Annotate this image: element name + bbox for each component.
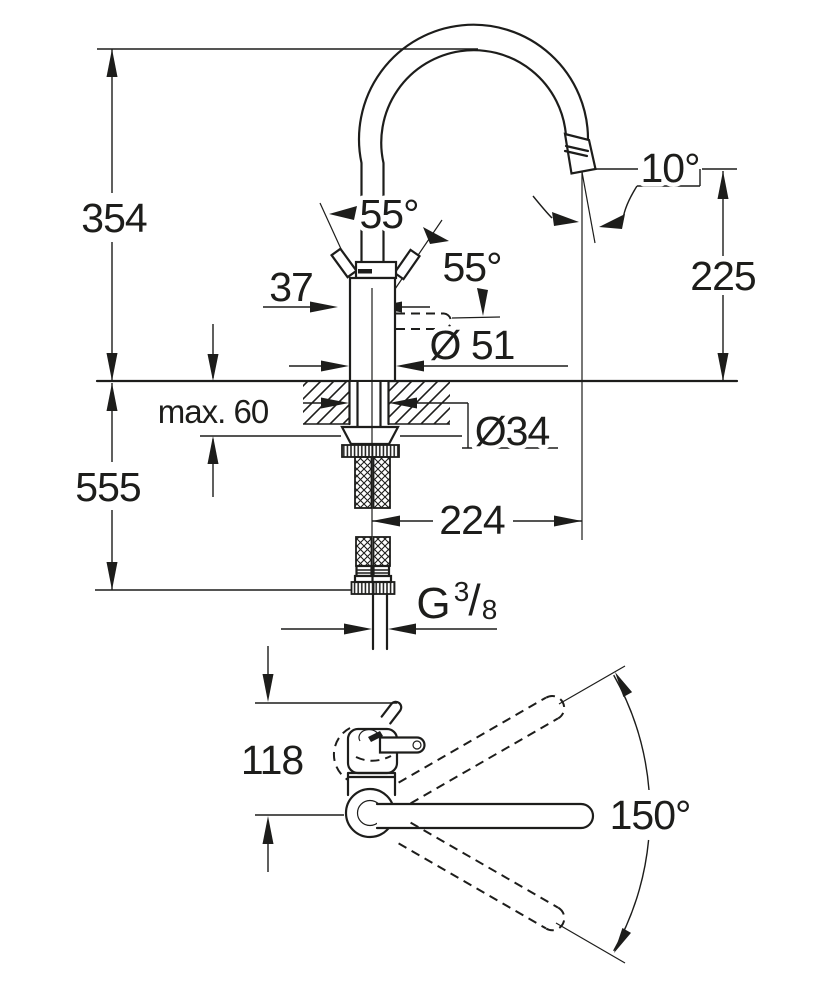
top-view-lever (378, 736, 426, 754)
housing-top-detail (358, 728, 379, 742)
thread-stub (371, 592, 389, 651)
housing-dashed-detail (355, 755, 392, 762)
lever-end-cap (412, 740, 422, 750)
supply-hose-left (354, 456, 373, 509)
label-spout-reach: 224 (439, 497, 505, 543)
label-outlet-height: 225 (690, 253, 756, 299)
label-install-depth: 555 (75, 464, 141, 510)
neck-marking (358, 269, 372, 274)
fixing-cone-washer (340, 425, 400, 446)
lever-dashed-cap (443, 312, 452, 330)
dim-10-arc-left (532, 195, 553, 219)
top-view-base (346, 771, 397, 797)
spout-inner-arc (380, 49, 568, 265)
label-handle-swing-left: 55° (359, 191, 418, 237)
connection-nut-right (372, 581, 396, 595)
dim-150-arc-upper (613, 674, 650, 791)
hole-edges (348, 380, 390, 426)
faucet-side-view (330, 23, 597, 651)
label-front-clearance: 118 (241, 737, 304, 783)
thread-numerator: 3 (454, 576, 469, 607)
spout-arm-upper-dashed (398, 696, 559, 805)
spout-arm-lower-dashed (398, 821, 559, 930)
fixing-nut (341, 444, 400, 458)
thread-denominator: 8 (482, 594, 497, 625)
dim-o34-leader (303, 402, 558, 449)
label-outlet-angle: 10° (640, 145, 699, 191)
dim-150-arc-lower (613, 839, 650, 952)
thread-prefix: G (416, 579, 449, 628)
swivel-extension-lower (555, 922, 626, 964)
dim-10-leader (583, 168, 737, 187)
label-max-counter-thickness: max. 60 (158, 393, 269, 430)
label-body-diameter: Ø 51 (430, 322, 515, 368)
label-handle-offset: 37 (269, 264, 313, 310)
label-thread-size: G 3 / 8 (412, 572, 502, 633)
lever-right-position (392, 248, 422, 281)
outlet-angle-line (581, 171, 596, 244)
dim-10-arc-right (622, 185, 638, 220)
dimension-labels: 354 555 55° 55° 37 10° 225 Ø 51 max. 60 … (71, 141, 762, 843)
spout-joint-marking (368, 731, 383, 742)
threaded-shank (356, 380, 382, 429)
mounting-hole (349, 382, 389, 427)
label-spout-height: 354 (81, 195, 147, 241)
side-view-dimensions (95, 48, 737, 635)
spout-arm-upper-cap (545, 695, 566, 720)
hose-collar-right (371, 574, 393, 584)
label-handle-swing-right: 55° (442, 244, 501, 290)
aerator-joint-lines (563, 144, 590, 158)
swivel-extension-upper (558, 665, 626, 705)
lever-dashed-position (396, 312, 444, 330)
lever-left-position (330, 247, 359, 279)
spout-arm (375, 802, 595, 830)
supply-hose-left-lower (355, 536, 373, 567)
label-swivel-range: 150° (610, 792, 691, 838)
spout-arm-lower-cap (545, 906, 566, 932)
handle-swing-dashed-arc (332, 727, 351, 781)
label-hole-diameter: Ø34 (475, 408, 550, 454)
top-view-nozzle-tip (380, 700, 403, 725)
lever-horizontal-leader (451, 316, 501, 319)
supply-hose-right (372, 456, 391, 509)
connection-nut-left (350, 581, 375, 595)
spout-outer-arc (357, 23, 590, 265)
hose-ferrule-left (355, 564, 373, 578)
thread-slash: / (468, 576, 481, 625)
faucet-top-view (255, 646, 650, 964)
supply-hose-right-lower (372, 536, 391, 567)
hose-collar-left (353, 574, 375, 584)
hose-ferrule-right (372, 564, 391, 578)
